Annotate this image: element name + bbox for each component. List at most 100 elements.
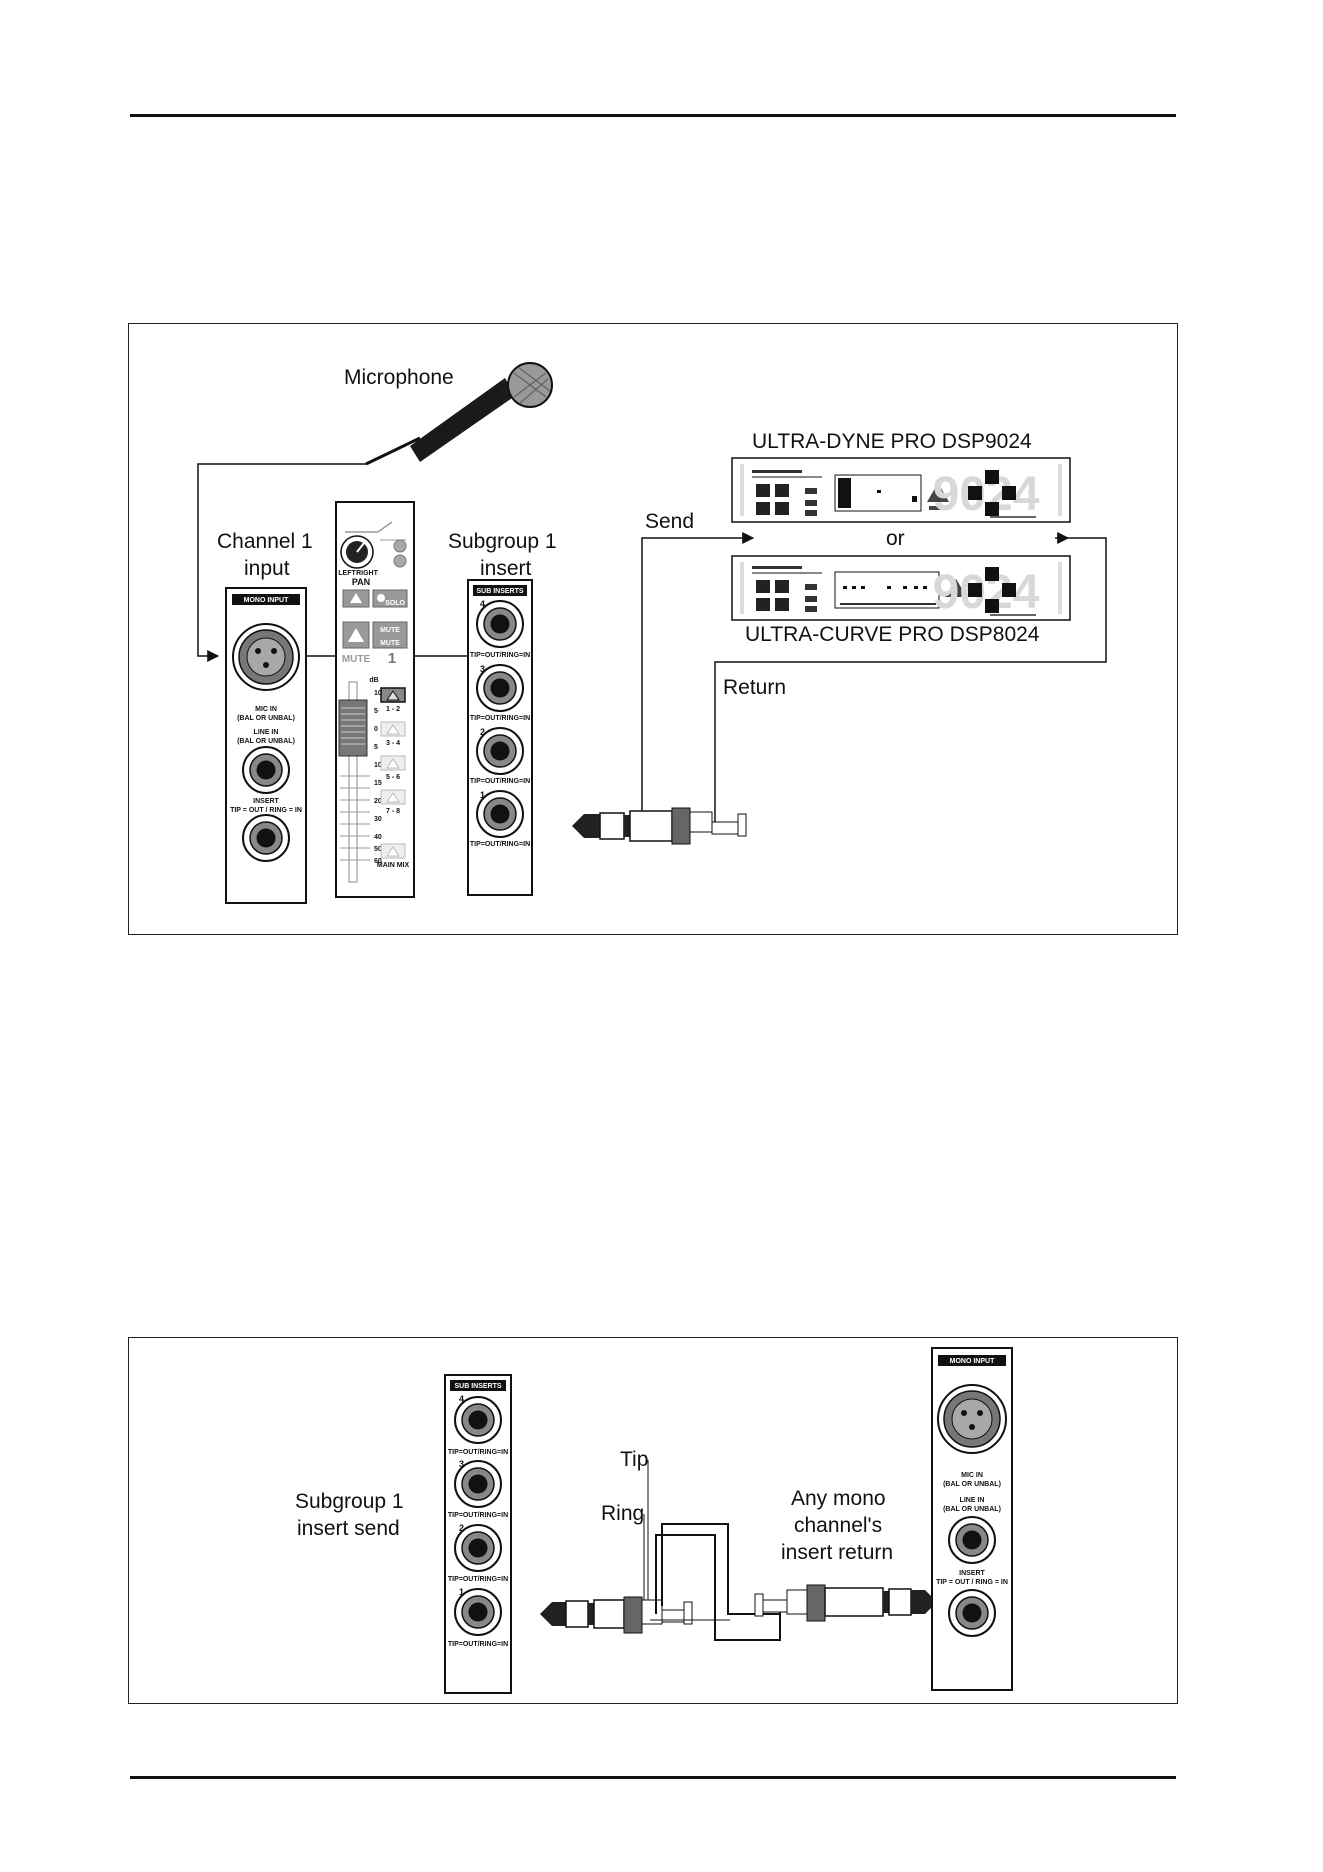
sub-insert-jack-1[interactable]: [476, 790, 524, 838]
or-label: or: [886, 527, 905, 550]
line-in-sublabel: (BAL OR UNBAL): [237, 738, 295, 745]
insert-jack[interactable]: [242, 814, 290, 862]
send-label: Send: [645, 510, 694, 533]
svg-text:SUB INSERTS: SUB INSERTS: [454, 1383, 501, 1390]
svg-text:3: 3: [480, 664, 485, 674]
svg-text:LINE IN: LINE IN: [960, 1497, 985, 1504]
svg-text:2: 2: [480, 727, 485, 737]
subgroup-insert-label-line2: insert: [480, 557, 532, 580]
mono-input-panel-figure2: MONO INPUT MIC IN (BAL OR UNBAL) LINE IN…: [931, 1347, 1013, 1691]
svg-text:TIP=OUT/RING=IN: TIP=OUT/RING=IN: [448, 1449, 508, 1456]
svg-text:1: 1: [459, 1587, 464, 1597]
mute-indicator-top: MUTE: [380, 627, 400, 634]
svg-text:TIP=OUT/RING=IN: TIP=OUT/RING=IN: [448, 1641, 508, 1648]
svg-text:INSERT: INSERT: [959, 1570, 985, 1577]
pan-right-label: RIGHT: [356, 570, 379, 577]
sub-inserts-panel-figure2: SUB INSERTS 4 TIP=OUT/RING=IN 3 TIP=OUT/…: [444, 1374, 512, 1694]
fig2-sub-insert-jack-3[interactable]: [454, 1460, 502, 1508]
ultra-dyne-device: 9024: [731, 457, 1071, 523]
svg-text:(BAL OR UNBAL): (BAL OR UNBAL): [943, 1481, 1001, 1488]
svg-text:1 - 2: 1 - 2: [386, 706, 400, 713]
fig2-sub-insert-jack-2[interactable]: [454, 1524, 502, 1572]
subgroup-send-label-line2: insert send: [297, 1517, 400, 1540]
svg-text:60: 60: [374, 858, 382, 865]
fader-scale: 10 5 0 5 10 15 20 30 40 50 60: [340, 690, 382, 865]
mute-label: MUTE: [342, 654, 371, 665]
fader-knob[interactable]: [338, 699, 368, 757]
sub-insert-jack-2[interactable]: [476, 727, 524, 775]
svg-text:30: 30: [374, 816, 382, 823]
tip-label: Tip: [620, 1448, 648, 1471]
ring-label: Ring: [601, 1502, 644, 1525]
mute-indicator-bottom: MUTE: [380, 640, 400, 647]
svg-text:TIP=OUT/RING=IN: TIP=OUT/RING=IN: [470, 778, 530, 785]
top-rule: [130, 114, 1176, 117]
svg-text:50: 50: [374, 846, 382, 853]
subgroup-insert-label-line1: Subgroup 1: [448, 530, 557, 553]
svg-text:4: 4: [480, 599, 485, 609]
any-mono-label-line2: channel's: [794, 1514, 882, 1537]
insert-sublabel: TIP = OUT / RING = IN: [230, 807, 302, 814]
svg-text:TIP=OUT/RING=IN: TIP=OUT/RING=IN: [448, 1512, 508, 1519]
fig2-sub-insert-jack-4[interactable]: [454, 1396, 502, 1444]
return-label: Return: [723, 676, 786, 699]
mic-in-label: MIC IN: [255, 706, 277, 713]
svg-text:2: 2: [459, 1523, 464, 1533]
svg-text:4: 4: [459, 1394, 464, 1404]
trs-plug-fig2-right: [754, 1584, 937, 1622]
microphone-label: Microphone: [344, 366, 454, 389]
svg-text:15: 15: [374, 780, 382, 787]
svg-text:TIP=OUT/RING=IN: TIP=OUT/RING=IN: [448, 1576, 508, 1583]
db-label: dB: [369, 677, 378, 684]
mic-cable: [197, 463, 366, 662]
svg-text:TIP=OUT/RING=IN: TIP=OUT/RING=IN: [470, 841, 530, 848]
svg-text:1: 1: [480, 790, 485, 800]
svg-text:5: 5: [374, 744, 378, 751]
fig2-line-in-jack[interactable]: [948, 1516, 996, 1564]
channel-input-label-line2: input: [244, 557, 290, 580]
routing-buttons[interactable]: 1 - 2 3 - 4 5 - 6 7 - 8 MAIN MIX: [377, 687, 410, 869]
sub-inserts-panel: SUB INSERTS 4 TIP=OUT/RING=IN 3 TIP=OUT/…: [467, 579, 533, 896]
mic-in-sublabel: (BAL OR UNBAL): [237, 715, 295, 722]
svg-text:5: 5: [374, 708, 378, 715]
fig2-insert-jack[interactable]: [948, 1589, 996, 1637]
return-cable: [714, 537, 1107, 822]
channel-strip: LEFT RIGHT PAN SOLO MUTE MUTE MUTE 1 dB …: [335, 501, 415, 898]
svg-text:5 - 6: 5 - 6: [386, 774, 400, 781]
channel-input-label-line1: Channel 1: [217, 530, 313, 553]
any-mono-label-line1: Any mono: [791, 1487, 886, 1510]
sub-insert-jack-4[interactable]: [476, 600, 524, 648]
svg-text:TIP = OUT / RING = IN: TIP = OUT / RING = IN: [936, 1579, 1008, 1586]
bottom-rule: [130, 1776, 1176, 1779]
device-bottom-label: ULTRA-CURVE PRO DSP8024: [745, 623, 1040, 646]
signal-led: [393, 554, 407, 568]
svg-text:3 - 4: 3 - 4: [386, 740, 400, 747]
fig2-sub-insert-jack-1[interactable]: [454, 1588, 502, 1636]
sub-inserts-header: SUB INSERTS: [476, 588, 523, 595]
line-in-label: LINE IN: [254, 729, 279, 736]
fig2-xlr-mic-socket[interactable]: [937, 1384, 1007, 1454]
mono-input-header: MONO INPUT: [244, 597, 289, 604]
svg-text:7 - 8: 7 - 8: [386, 808, 400, 815]
peak-led: [393, 539, 407, 553]
svg-text:10: 10: [374, 762, 382, 769]
svg-text:3: 3: [459, 1459, 464, 1469]
ultra-curve-device: 9024: [731, 555, 1071, 621]
svg-text:MONO INPUT: MONO INPUT: [950, 1358, 995, 1365]
insert-label: INSERT: [253, 798, 279, 805]
svg-text:TIP=OUT/RING=IN: TIP=OUT/RING=IN: [470, 652, 530, 659]
fader-track: [348, 681, 358, 883]
pan-label: PAN: [352, 577, 370, 587]
xlr-mic-socket[interactable]: [232, 623, 300, 691]
line-in-jack[interactable]: [242, 746, 290, 794]
channel-number: 1: [388, 650, 396, 667]
svg-text:0: 0: [374, 726, 378, 733]
ring-wire: [655, 1534, 781, 1641]
sub-insert-jack-3[interactable]: [476, 664, 524, 712]
pan-left-label: LEFT: [338, 570, 356, 577]
svg-text:(BAL OR UNBAL): (BAL OR UNBAL): [943, 1506, 1001, 1513]
svg-text:MAIN MIX: MAIN MIX: [377, 862, 410, 869]
microphone-icon: [365, 362, 553, 466]
trs-plug-fig2-left: [540, 1596, 693, 1634]
